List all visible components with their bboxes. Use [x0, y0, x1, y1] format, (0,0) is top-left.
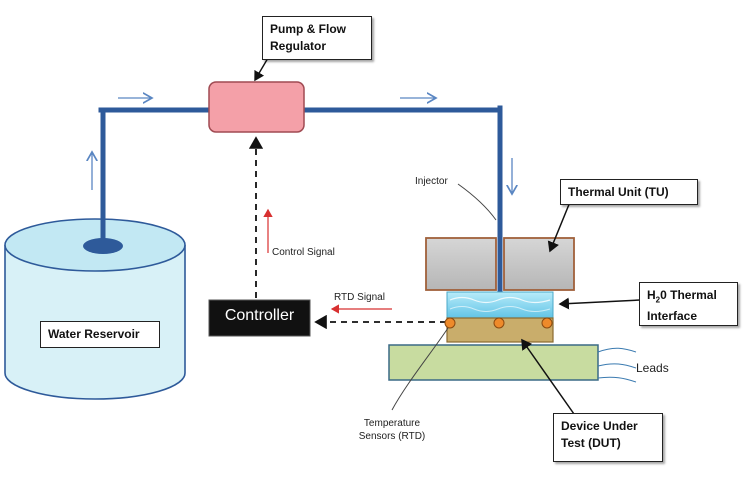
pump-regulator: [208, 81, 305, 133]
dut-callout-line: [521, 338, 575, 415]
h2o-h: H: [647, 288, 656, 302]
thermal-unit-callout-line: [547, 201, 571, 253]
temp-sensors-label: Temperature Sensors (RTD): [358, 418, 426, 442]
leads-label: Leads: [636, 361, 669, 375]
reservoir-label: Water Reservoir: [48, 327, 140, 341]
dut-label-box: Device Under Test (DUT): [553, 413, 663, 462]
water-interface-layer: [446, 291, 554, 319]
control-signal-label: Control Signal: [272, 247, 335, 258]
pump-callout-line: [254, 57, 269, 82]
dut-label: Device Under Test (DUT): [561, 419, 638, 450]
sensor-dot-right: [541, 317, 553, 329]
rtd-signal-label: RTD Signal: [334, 292, 385, 303]
pump-label-box: Pump & Flow Regulator: [262, 16, 372, 60]
reservoir-label-box: Water Reservoir: [40, 321, 160, 348]
controller-box: [208, 299, 311, 337]
sensor-dot-left: [444, 317, 456, 329]
h2o-line2: Interface: [647, 309, 698, 324]
sensor-dot-middle: [493, 317, 505, 329]
thermal-unit-label-box: Thermal Unit (TU): [560, 179, 698, 205]
temp-sensor-callout-line: [391, 327, 449, 411]
h2o-subscript: 2: [655, 295, 661, 305]
thermal-unit: [425, 237, 575, 291]
h2o-rest: 0 Thermal: [660, 288, 717, 302]
injector-callout-line: [457, 183, 497, 221]
injector-label: Injector: [415, 176, 448, 187]
h2o-callout-line: [558, 297, 641, 310]
leads-wires: [597, 347, 637, 383]
water-reservoir: [4, 218, 186, 400]
circuit-board: [388, 344, 599, 381]
pump-label: Pump & Flow Regulator: [270, 22, 346, 53]
controller-label: Controller: [224, 307, 295, 324]
thermal-unit-label: Thermal Unit (TU): [568, 185, 669, 199]
h2o-interface-label-box: H20 Thermal Interface: [639, 282, 738, 326]
temperature-sensors: [444, 317, 553, 329]
flow-arrows: [92, 98, 512, 194]
